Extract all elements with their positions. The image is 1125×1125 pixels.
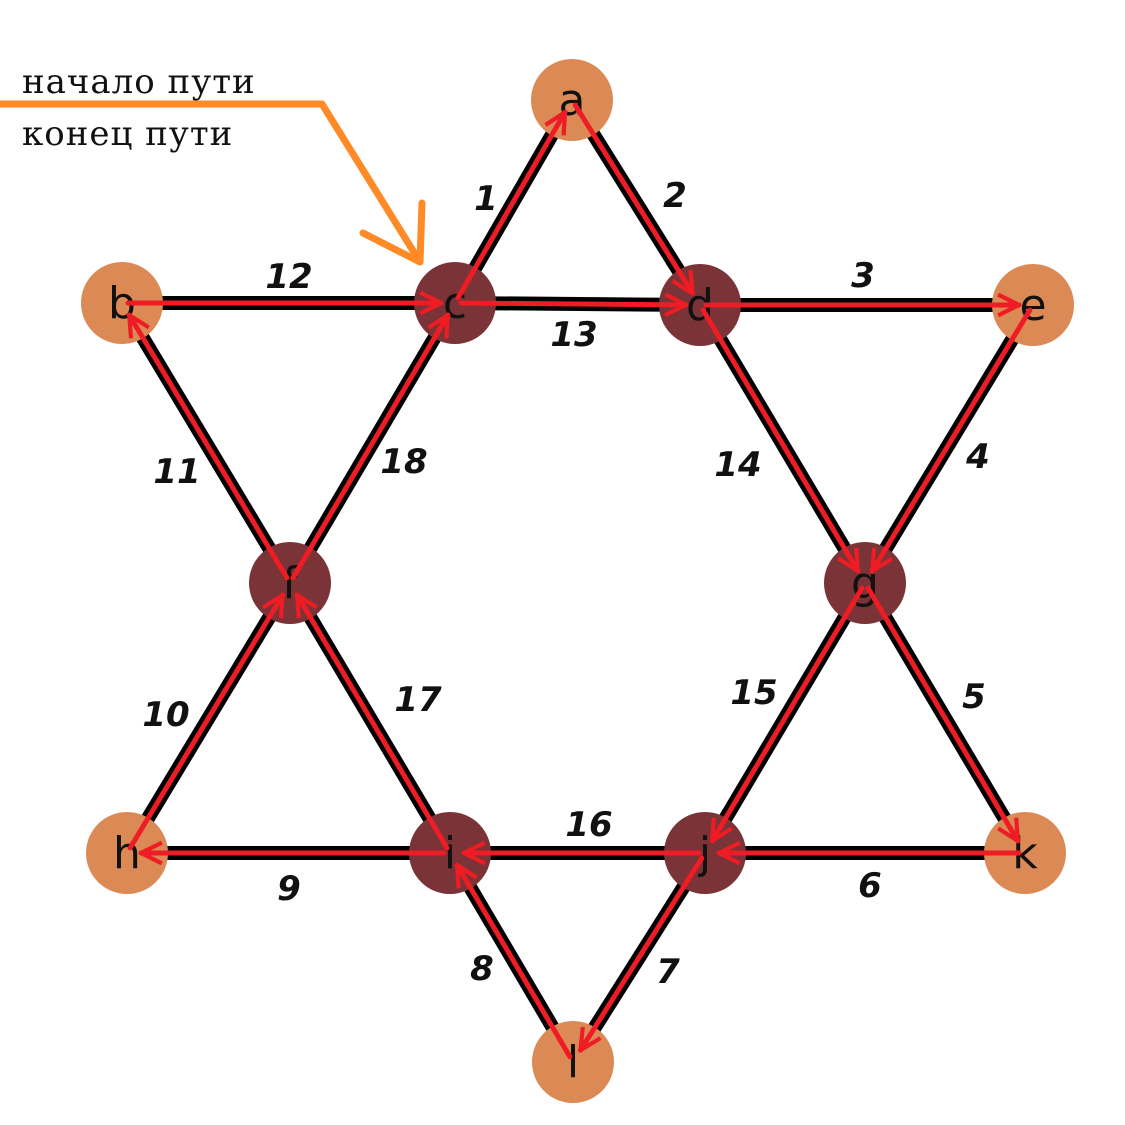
node-a: a <box>531 59 613 141</box>
step-label-10: 10 <box>142 695 189 735</box>
path-arrow-7 <box>577 855 705 1050</box>
path-arrow-14 <box>700 307 861 571</box>
step-label-17: 17 <box>394 680 442 720</box>
step-label-7: 7 <box>656 952 680 992</box>
node-circle-e <box>992 264 1074 346</box>
node-label-j: j <box>698 828 711 879</box>
step-label-15: 15 <box>730 673 777 713</box>
step-label-13: 13 <box>550 315 597 355</box>
node-g: g <box>824 542 906 624</box>
legend-end-text: конец пути <box>22 114 233 154</box>
node-circle-h <box>86 812 168 894</box>
path-arrow-18 <box>290 315 451 581</box>
node-label-i: i <box>444 828 456 879</box>
step-label-2: 2 <box>663 176 687 216</box>
path-arrow-2 <box>572 102 696 293</box>
path-arrows-layer <box>125 102 1033 1060</box>
step-label-8: 8 <box>470 949 494 989</box>
path-arrow-1 <box>455 112 568 301</box>
path-arrow-17 <box>294 595 450 851</box>
path-arrow-11 <box>126 315 290 581</box>
step-label-4: 4 <box>965 437 990 477</box>
path-arrow-4 <box>869 307 1033 571</box>
legend-start-text: начало пути <box>22 62 256 102</box>
step-label-18: 18 <box>380 442 427 482</box>
step-label-9: 9 <box>277 869 301 909</box>
node-label-f: f <box>282 558 299 609</box>
start-pointer-arrow <box>0 100 426 266</box>
path-arrow-5 <box>865 585 1021 841</box>
path-arrow-8 <box>454 865 573 1060</box>
step-label-6: 6 <box>858 866 882 906</box>
path-arrow-13 <box>458 303 689 305</box>
node-l: l <box>532 1021 614 1103</box>
node-f: f <box>249 542 331 624</box>
step-label-12: 12 <box>265 257 312 297</box>
step-label-11: 11 <box>153 452 200 492</box>
step-label-14: 14 <box>714 445 761 485</box>
step-label-3: 3 <box>851 256 875 296</box>
path-arrow-15 <box>709 585 865 841</box>
step-label-1: 1 <box>474 179 498 219</box>
step-label-5: 5 <box>962 677 986 717</box>
step-label-16: 16 <box>565 805 612 845</box>
node-label-l: l <box>567 1037 579 1088</box>
path-arrow-10 <box>127 595 286 851</box>
